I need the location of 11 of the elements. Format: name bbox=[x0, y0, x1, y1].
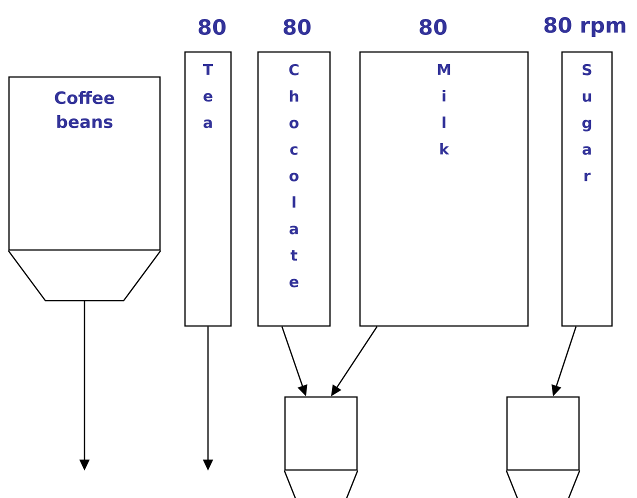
speed-label: 80 bbox=[420, 19, 447, 35]
hopper-box: Coffee beans bbox=[8, 76, 162, 302]
speed-label: 80 bbox=[284, 19, 311, 35]
speed-label: 80 rpm bbox=[544, 17, 626, 37]
container-box: Milk bbox=[359, 51, 529, 327]
hopper-box bbox=[284, 396, 358, 498]
container-box: Sugar bbox=[561, 51, 613, 327]
hopper-box bbox=[506, 396, 580, 498]
speed-label: 80 bbox=[198, 19, 226, 35]
container-box: Chocolate bbox=[257, 51, 331, 327]
container-box: Tea bbox=[184, 51, 232, 327]
